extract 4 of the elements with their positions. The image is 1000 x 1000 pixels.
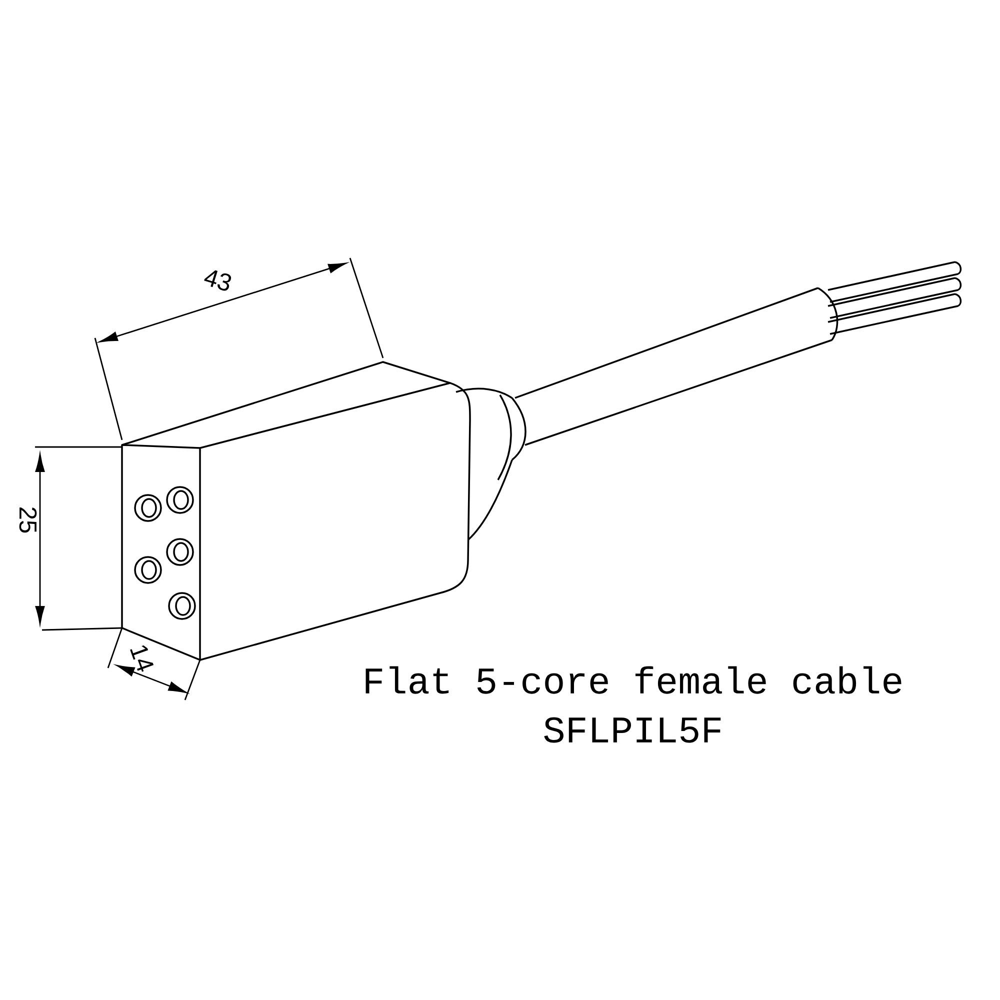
part-number: SFLPIL5F: [544, 717, 721, 743]
dimension-label: 14: [130, 645, 154, 672]
dimension-label: 25: [19, 508, 37, 533]
caption: Flat 5-core female cable: [366, 666, 902, 694]
